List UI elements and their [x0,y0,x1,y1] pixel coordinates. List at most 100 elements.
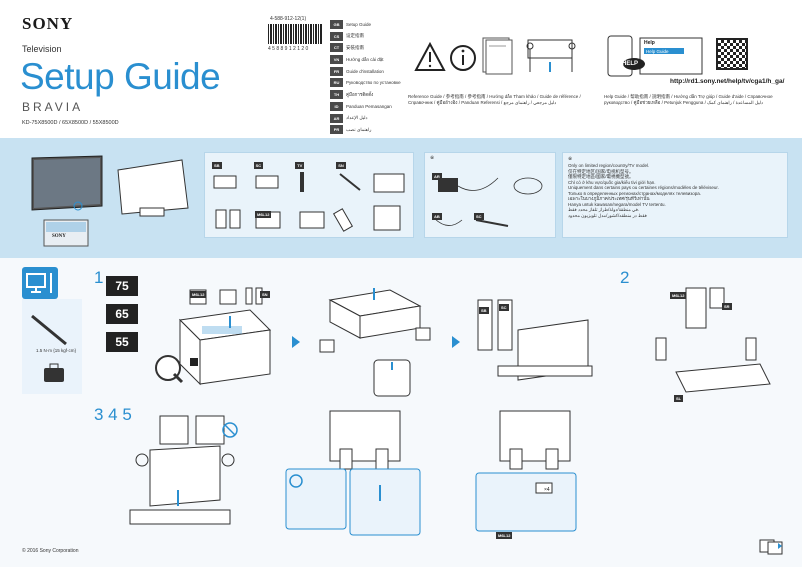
note-line: Only on limited region/country/TV model. [568,163,650,168]
barcode-number: 4 5 8 8 9 1 2 1 2 0 [268,46,309,52]
size-75: 75 [106,276,138,296]
note-panel [562,152,788,238]
help-illustration [607,35,703,77]
accessory-tag: SB [212,162,222,169]
help-screen-icon [639,37,703,75]
language-title: Hướng dẫn cài đặt [346,57,384,63]
toolbox-icon [44,368,64,382]
screw-count: ×4 [544,487,550,493]
next-arrow-icon [292,336,300,348]
reference-guide-text: Reference Guide / 参考指南 / 參考指南 / Hướng dẫ… [408,94,581,105]
language-title: Guide d'installation [346,68,384,74]
accessory-parts-illustration [213,172,405,232]
model-list: KD-75X8500D / 65X8500D / 55X8500D [22,120,119,126]
screw-tag: M6L12 [670,292,687,299]
document-icon [373,205,401,231]
page-turn-icon [759,539,783,555]
accessory-tag: AR [432,173,442,180]
series-label: BRAVIA [22,100,84,114]
tools-badge [22,267,58,299]
language-code: CS [330,31,343,41]
cable-clip-icon [339,173,361,191]
copyright: © 2016 Sony Corporation [22,548,79,554]
monitor-screwdriver-icon [26,273,52,293]
language-code: TH [330,90,343,100]
lift-tv-illustration [129,415,238,525]
unbox-illustration [155,287,272,386]
help-screen-title: Help [644,40,655,46]
belt-bracket-icon [229,209,241,229]
step-number: 1 [94,268,104,287]
tv-overview-illustration [31,155,189,247]
secure-stand-illustration [475,410,577,532]
cables-illustration [433,177,543,227]
accessory-tags-row1: SB SC TV SN [212,162,346,169]
bracket-icon [245,287,253,305]
accessory-tag: M6L12 [255,211,272,218]
part-tag: SC [499,304,509,311]
belt-bracket-icon [215,209,227,229]
accessory-tag: SN [336,162,346,169]
language-title: دليل الإعداد [346,115,368,120]
page-title: Setup Guide [20,56,221,97]
help-screen-item: Help Guide [646,49,669,54]
reference-illustration [414,37,576,75]
stand-logo: SONY [52,234,66,239]
accessory-tag: SC [474,213,484,220]
sony-logo: SONY [22,14,74,33]
accessory-tag: AB [432,213,442,220]
stand-assembly-illustration [655,287,771,393]
note-line: 仅在特定地区/国家/电视机型号。 [568,168,634,174]
cable-tie-icon [300,172,304,192]
product-label: Television [22,44,62,54]
language-title: 安裝指南 [346,44,364,50]
hand-detail-icon [373,359,411,397]
part-tag: SL [674,395,684,402]
note-line: Chỉ có ở khu vực/quốc gia/kiểu tivi giới… [568,179,656,185]
language-code: RU [330,78,343,88]
note-line: 僅限特定地區/國家/電視機型號。 [568,174,634,179]
help-badge: HELP [622,61,639,67]
part-number: 4-588-912-12(1) [270,16,307,22]
note-line: في منطقة/دولة/طراز تلفاز محدد فقط. [568,207,640,212]
step-number: 3 4 5 [94,405,132,424]
note-line: Hanya untuk kawasan/negara/model TV tert… [568,201,666,207]
barcode [268,24,322,44]
remote-icon [607,35,633,77]
remote-control-icon [332,208,354,232]
next-arrow-icon [452,336,460,348]
screw-bag-icon [299,211,325,229]
size-55: 55 [106,332,138,352]
language-code: GB [330,20,343,29]
note-line: Uniquement dans certains pays ou certain… [568,185,719,190]
note-marker: ※ [568,156,573,162]
torque-spec: 1.5 N·m {15 kgf·cm} [36,348,77,353]
help-guide-text: Help Guide / 帮助指南 / 說明指南 / Hướng dẫn Trợ… [604,94,773,105]
language-title: คู่มือการติดตั้ง [346,92,374,98]
screw-pack-icon [219,289,237,305]
note-line: Только в определенных регионах/странах/м… [568,190,702,196]
cables-panel [424,152,556,238]
step-number: 2 [620,268,630,287]
reference-booklet-icon [482,37,513,75]
language-title: Setup Guide [346,22,372,27]
bracket-tag: SN [260,291,270,298]
language-code: AR [330,113,343,123]
screwdriver-icon [31,314,67,346]
language-title: Panduan Pemasangan [346,103,392,109]
tools-illustration [31,314,67,382]
info-icon [450,45,476,71]
help-url[interactable]: http://rd1.sony.net/help/tv/cga1/h_ga/ [670,78,785,85]
language-code: PR [330,125,343,135]
qr-code [716,38,748,70]
stand-bracket-icon [255,175,279,189]
